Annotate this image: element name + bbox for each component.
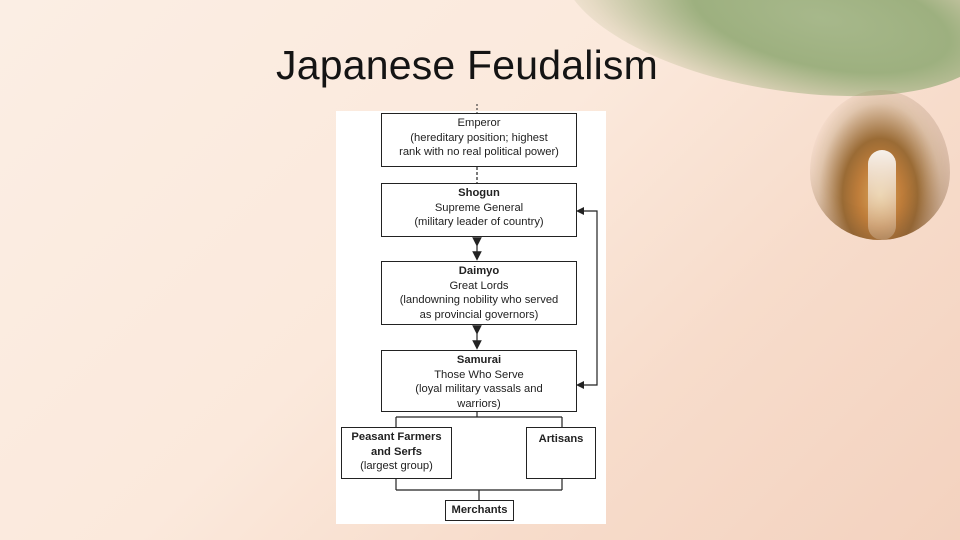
- samurai-box: Samurai Those Who Serve (loyal military …: [381, 350, 577, 412]
- shogun-subtitle: Supreme General: [382, 201, 576, 216]
- peasants-name-line-2: and Serfs: [342, 445, 451, 460]
- samurai-desc-line-2: warriors): [382, 397, 576, 412]
- shogun-name: Shogun: [382, 186, 576, 201]
- samurai-subtitle: Those Who Serve: [382, 368, 576, 383]
- daimyo-desc-line-1: (landowning nobility who served: [382, 293, 576, 308]
- peasants-box: Peasant Farmers and Serfs (largest group…: [341, 427, 452, 479]
- emperor-name: Emperor: [382, 116, 576, 131]
- artisans-box: Artisans: [526, 427, 596, 479]
- peasants-name-line-1: Peasant Farmers: [342, 430, 451, 445]
- merchants-name: Merchants: [446, 503, 513, 518]
- shogun-desc: (military leader of country): [382, 215, 576, 230]
- daimyo-subtitle: Great Lords: [382, 279, 576, 294]
- daimyo-desc-line-2: as provincial governors): [382, 308, 576, 323]
- emperor-desc-line-2: rank with no real political power): [382, 145, 576, 160]
- emperor-desc-line-1: (hereditary position; highest: [382, 131, 576, 146]
- arrowhead-shogun: [576, 207, 584, 215]
- daimyo-box: Daimyo Great Lords (landowning nobility …: [381, 261, 577, 325]
- arrowhead-samurai: [576, 381, 584, 389]
- peasants-desc: (largest group): [342, 459, 451, 474]
- connector-shogun-samurai-loop: [582, 211, 597, 385]
- samurai-name: Samurai: [382, 353, 576, 368]
- artisans-name: Artisans: [527, 432, 595, 447]
- emperor-box: Emperor (hereditary position; highest ra…: [381, 113, 577, 167]
- merchants-box: Merchants: [445, 500, 514, 521]
- samurai-desc-line-1: (loyal military vassals and: [382, 382, 576, 397]
- shogun-box: Shogun Supreme General (military leader …: [381, 183, 577, 237]
- daimyo-name: Daimyo: [382, 264, 576, 279]
